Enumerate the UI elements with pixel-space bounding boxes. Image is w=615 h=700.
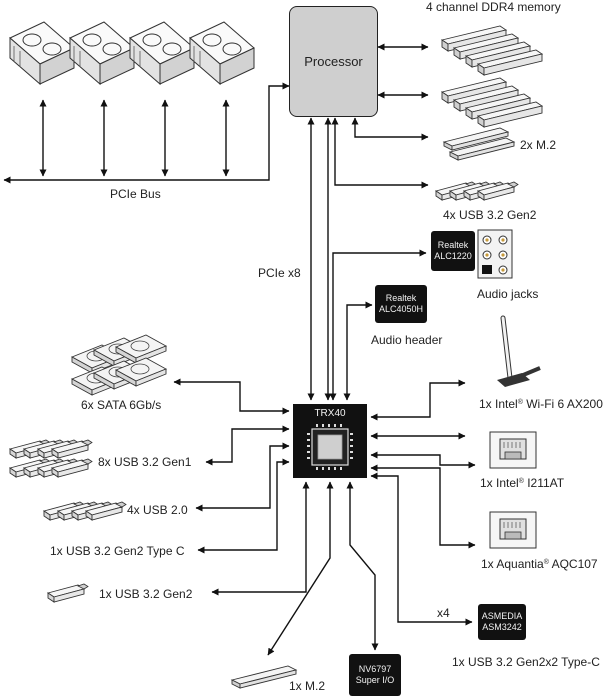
processor-block: Processor xyxy=(289,6,378,117)
m2-drives-top-icon xyxy=(443,127,515,161)
m2-top-label: 2x M.2 xyxy=(520,138,557,152)
usb-gen2-single-label: 1x USB 3.2 Gen2 xyxy=(99,587,193,601)
realtek-alc4050h-line2: ALC4050H xyxy=(378,304,424,314)
audio-jacks-label: Audio jacks xyxy=(477,287,539,301)
memory-label: 4 channel DDR4 memory xyxy=(426,0,561,14)
wifi-label-prefix: 1x Intel xyxy=(479,397,518,411)
usb-gen2-top-label: 4x USB 3.2 Gen2 xyxy=(443,208,537,222)
chipset-label: TRX40 xyxy=(314,408,346,419)
realtek-alc1220-line1: Realtek xyxy=(437,240,469,250)
usb-sticks-top-icon xyxy=(435,181,519,201)
lan2-label-suffix: AQC107 xyxy=(548,557,598,571)
lan1-registered-mark: ® xyxy=(518,478,524,485)
wifi-registered-mark: ® xyxy=(517,399,523,406)
pcie-x8-label: PCIe x8 xyxy=(258,266,301,280)
lan-port-aquantia-icon xyxy=(489,511,537,549)
superio-chip: NV6797 Super I/O xyxy=(349,654,401,696)
usb-typec-label: 1x USB 3.2 Gen2 Type C xyxy=(50,544,185,558)
connection-lines xyxy=(3,43,476,656)
wifi-label-suffix: Wi-Fi 6 AX200 xyxy=(522,397,603,411)
superio-line2: Super I/O xyxy=(355,675,395,685)
lan2-label: 1x Aquantia® AQC107 xyxy=(481,557,598,571)
sata-label: 6x SATA 6Gb/s xyxy=(81,398,162,412)
audio-header-label: Audio header xyxy=(371,333,443,347)
asmedia-line1: ASMEDIA xyxy=(481,611,523,621)
pcie-bus-label: PCIe Bus xyxy=(110,187,161,201)
lan2-registered-mark: ® xyxy=(543,559,549,566)
usb-gen2-stick-icon xyxy=(47,583,89,603)
usb2-label: 4x USB 2.0 xyxy=(127,503,188,517)
usb-gen1-label: 8x USB 3.2 Gen1 xyxy=(98,455,192,469)
wifi-antenna-icon xyxy=(497,315,541,387)
realtek-alc4050h-chip: Realtek ALC4050H xyxy=(375,285,427,323)
lan1-label: 1x Intel® I211AT xyxy=(480,476,564,490)
processor-label: Processor xyxy=(304,54,363,69)
graphics-cards-icon xyxy=(9,21,255,85)
x4-label: x4 xyxy=(437,606,450,620)
asmedia-port-label: 1x USB 3.2 Gen2x2 Type-C xyxy=(452,655,600,669)
superio-line1: NV6797 xyxy=(358,664,392,674)
asmedia-line2: ASM3242 xyxy=(482,622,522,632)
audio-jacks-icon xyxy=(477,229,513,279)
m2-drive-bottom-icon xyxy=(231,665,297,689)
realtek-alc1220-line2: ALC1220 xyxy=(434,251,472,261)
chipset-block: TRX40 xyxy=(293,404,367,478)
lan1-label-suffix: I211AT xyxy=(523,476,565,490)
memory-modules-icon xyxy=(441,25,543,128)
lan-port-intel-icon xyxy=(489,431,537,469)
realtek-alc4050h-line1: Realtek xyxy=(385,293,417,303)
asmedia-chip: ASMEDIA ASM3242 xyxy=(478,604,526,640)
usb2-sticks-icon xyxy=(43,501,127,521)
lan2-label-prefix: 1x Aquantia xyxy=(481,557,544,571)
wifi-label: 1x Intel® Wi-Fi 6 AX200 xyxy=(479,397,603,411)
sata-drives-icon xyxy=(71,334,167,396)
lan1-label-prefix: 1x Intel xyxy=(480,476,519,490)
m2-bottom-label: 1x M.2 xyxy=(289,679,326,693)
usb-gen1-sticks-icon xyxy=(9,439,93,478)
realtek-alc1220-chip: Realtek ALC1220 xyxy=(431,231,475,271)
chipset-chip-icon xyxy=(307,424,353,470)
